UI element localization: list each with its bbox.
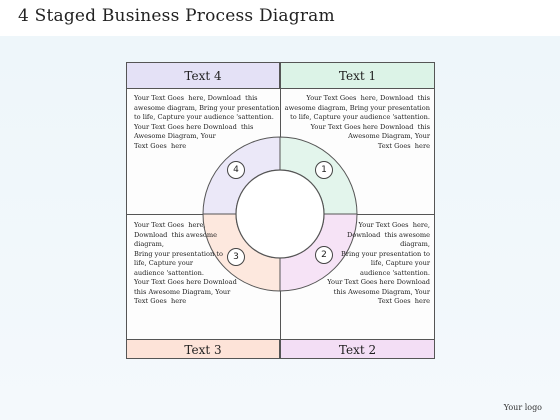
stage-1-number-badge: 1 — [315, 161, 333, 179]
stage-4-header: Text 4 — [126, 62, 280, 89]
stage-2-number-badge: 2 — [315, 246, 333, 264]
stage-1-text: Your Text Goes here, Download this aweso… — [284, 94, 430, 150]
logo-text: Your logo — [503, 403, 542, 412]
stage-1-header: Text 1 — [280, 62, 435, 89]
vertical-divider — [280, 62, 281, 359]
stage-3-header: Text 3 — [126, 339, 280, 359]
stage-2-text: Your Text Goes here, Download this aweso… — [327, 221, 430, 305]
stage-3-number-badge: 3 — [227, 248, 245, 266]
horizontal-divider — [126, 214, 435, 215]
page-title: 4 Staged Business Process Diagram — [18, 6, 335, 26]
stage-4-number-badge: 4 — [227, 161, 245, 179]
stage-4-text: Your Text Goes here, Download this aweso… — [134, 94, 280, 150]
stage-2-header: Text 2 — [280, 339, 435, 359]
stage-3-text: Your Text Goes here, Download this aweso… — [134, 221, 237, 305]
